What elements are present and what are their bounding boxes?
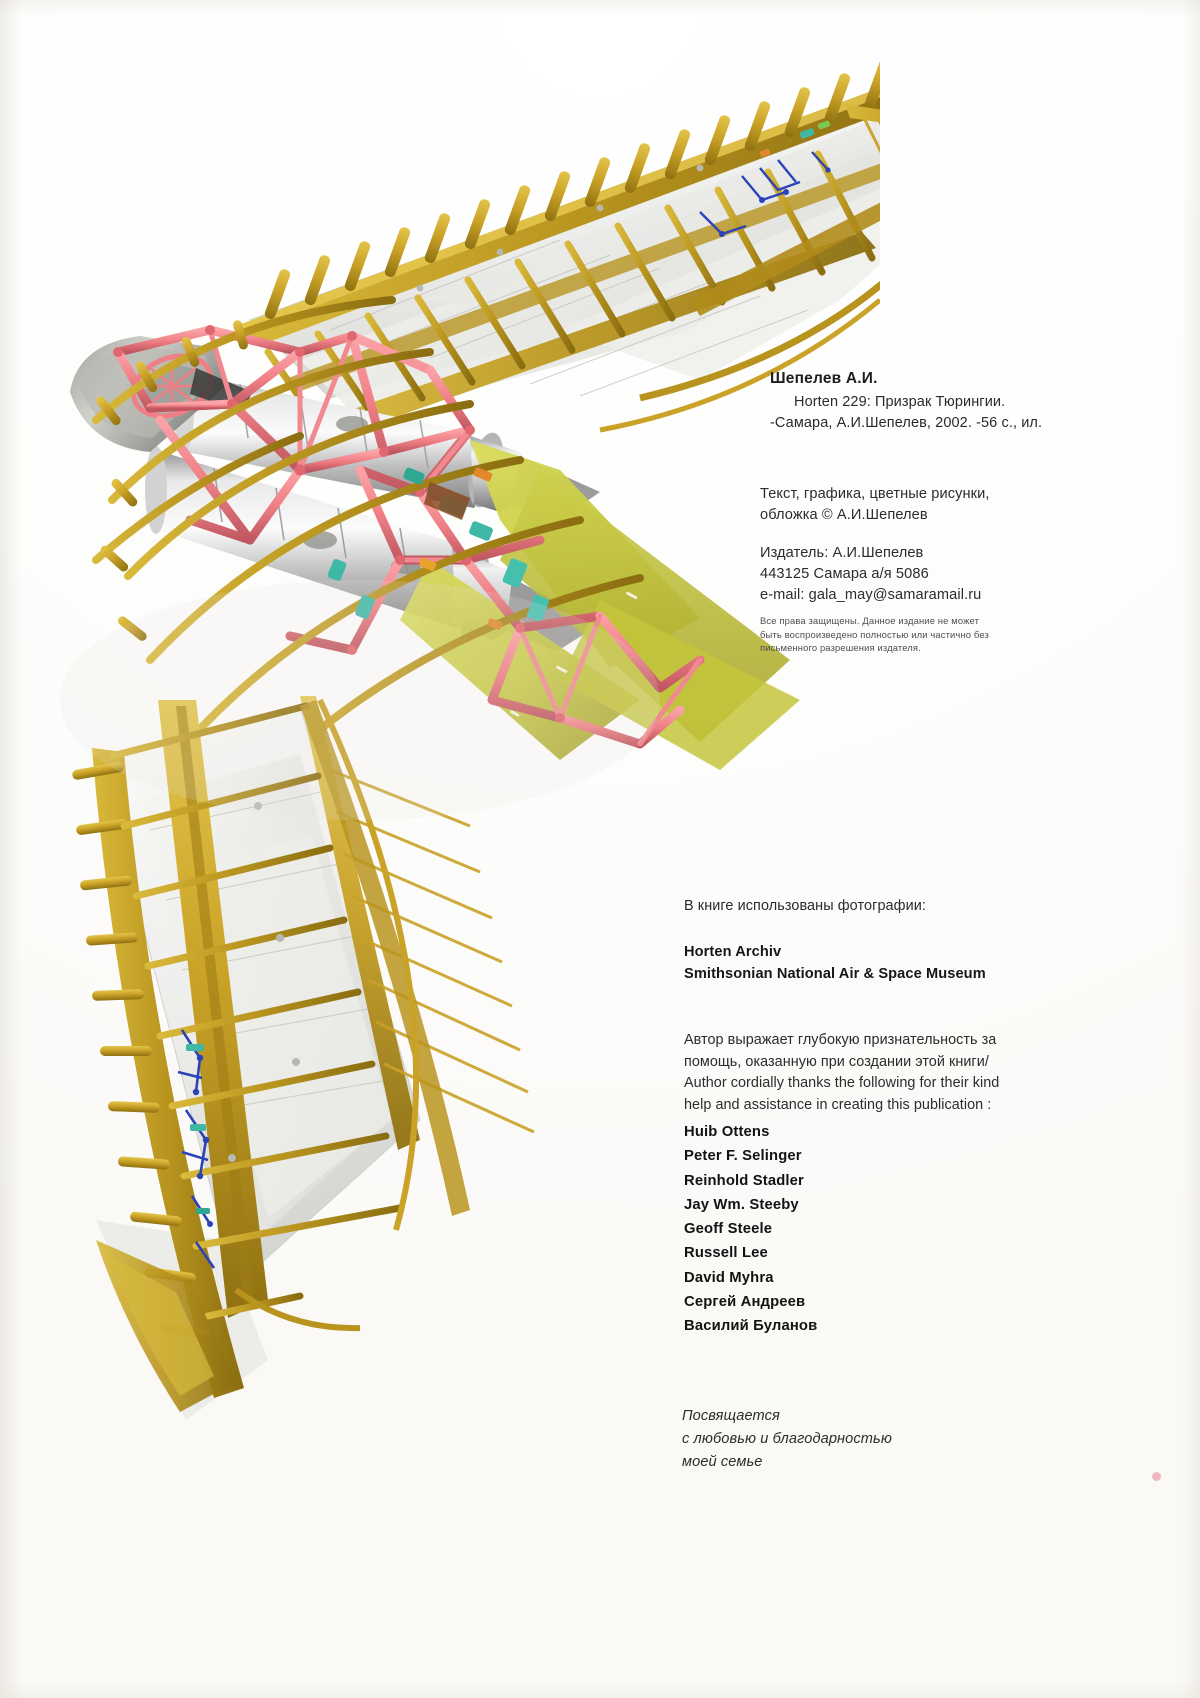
publisher-name: Издатель: А.И.Шепелев xyxy=(760,545,924,561)
imprint-title-line: Horten 229: Призрак Тюрингии. xyxy=(794,394,1006,410)
rights-line-3: письменного разрешения издателя. xyxy=(760,642,921,654)
rights-line-1: Все права защищены. Данное издание не мо… xyxy=(760,615,980,626)
imprint-block: Шепелев А.И. Horten 229: Призрак Тюринги… xyxy=(770,370,1100,434)
photo-source-smithsonian: Smithsonian National Air & Space Museum xyxy=(684,965,986,982)
list-item: Geoff Steele xyxy=(684,1221,773,1238)
list-item: Jay Wm. Steeby xyxy=(684,1196,799,1213)
photo-credits-heading: В книге использованы фотографии: xyxy=(684,898,926,914)
rights-line-2: быть воспроизведено полностью или частич… xyxy=(760,628,989,640)
dedication-line-2: с любовью и благодарностью xyxy=(682,1431,892,1447)
dedication-line-1: Посвящается xyxy=(682,1408,780,1424)
publisher-block: Издатель: А.И.Шепелев 443125 Самара а/я … xyxy=(760,543,1100,606)
dedication-line-3: моей семье xyxy=(682,1454,763,1470)
copyright-block: Текст, графика, цветные рисунки, обложка… xyxy=(760,484,1090,526)
imprint-publication-line: -Самара, А.И.Шепелев, 2002. -56 с., ил. xyxy=(770,415,1043,431)
list-item: Huib Ottens xyxy=(684,1124,770,1140)
acknowledgement-names-list: Huib Ottens Peter F. Selinger Reinhold S… xyxy=(684,1120,1014,1339)
ack-line-ru-1: Автор выражает глубокую признательность … xyxy=(684,1032,997,1048)
list-item: David Myhra xyxy=(684,1269,774,1286)
ack-line-en-1: Author cordially thanks the following fo… xyxy=(684,1075,1000,1091)
list-item: Василий Буланов xyxy=(684,1318,818,1335)
print-speck xyxy=(1152,1472,1161,1481)
copyright-line-1: Текст, графика, цветные рисунки, xyxy=(760,486,990,502)
photo-source-horten-archiv: Horten Archiv xyxy=(684,944,782,960)
list-item: Сергей Андреев xyxy=(684,1294,806,1311)
dedication-block: Посвящается с любовью и благодарностью м… xyxy=(682,1405,1022,1474)
photo-credits-block: В книге использованы фотографии: Horten … xyxy=(684,898,1064,985)
copyright-line-2: обложка © А.И.Шепелев xyxy=(760,507,928,523)
list-item: Reinhold Stadler xyxy=(684,1172,804,1189)
publisher-address: 443125 Самара а/я 5086 xyxy=(760,566,929,582)
ack-line-en-2: help and assistance in creating this pub… xyxy=(684,1096,992,1113)
rights-reserved-block: Все права защищены. Данное издание не мо… xyxy=(760,614,1060,655)
list-item: Peter F. Selinger xyxy=(684,1148,802,1165)
list-item: Russell Lee xyxy=(684,1245,768,1262)
imprint-author: Шепелев А.И. xyxy=(770,370,878,387)
publisher-email[interactable]: e-mail: gala_may@samaramail.ru xyxy=(760,587,982,603)
ack-line-ru-2: помощь, оказанную при создании этой книг… xyxy=(684,1053,989,1070)
acknowledgements-block: Автор выражает глубокую признательность … xyxy=(684,1030,1054,1116)
